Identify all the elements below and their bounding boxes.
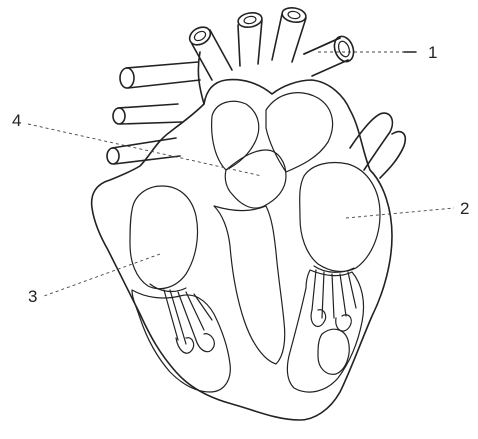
chordae-tendineae-right — [164, 290, 214, 353]
aortic-branch-middle-inner — [243, 16, 256, 25]
superior-vena-cava-opening — [120, 68, 134, 88]
pulmonary-artery-right — [350, 113, 392, 170]
interatrial-septum — [225, 150, 286, 208]
aortic-branch-right-inner — [287, 11, 300, 20]
aortic-branch-middle-opening — [237, 11, 263, 29]
label-4: 4 — [12, 111, 21, 130]
right-atrium — [130, 186, 198, 289]
descending-aorta-opening — [331, 34, 357, 65]
leader-line-3 — [44, 254, 160, 296]
pulmonary-vein-upper-opening — [113, 108, 125, 124]
aortic-branch-left-inner — [193, 30, 207, 43]
aortic-root — [212, 101, 259, 170]
label-2: 2 — [460, 199, 469, 218]
leader-line-2 — [346, 208, 454, 218]
internal-structures — [130, 93, 380, 392]
descending-aorta-inner — [337, 40, 352, 58]
descending-aorta — [304, 38, 348, 76]
pulmonary-vein-lower-opening — [107, 148, 119, 164]
aortic-branch-right-opening — [281, 6, 307, 24]
left-atrium — [300, 163, 380, 272]
aortic-branch-left-opening — [186, 24, 213, 49]
superior-vena-cava — [126, 62, 200, 88]
pulmonary-trunk — [266, 93, 333, 172]
pulmonary-vein-upper — [118, 104, 182, 124]
labels: 1 2 3 4 — [12, 43, 469, 306]
chordae-tendineae-left — [311, 270, 356, 331]
heart-outline — [92, 80, 392, 420]
ventricle-lumen — [318, 329, 349, 374]
label-3: 3 — [28, 287, 37, 306]
label-1: 1 — [428, 43, 437, 62]
pulmonary-artery-right-tip — [380, 132, 405, 178]
leader-line-4 — [28, 124, 262, 176]
